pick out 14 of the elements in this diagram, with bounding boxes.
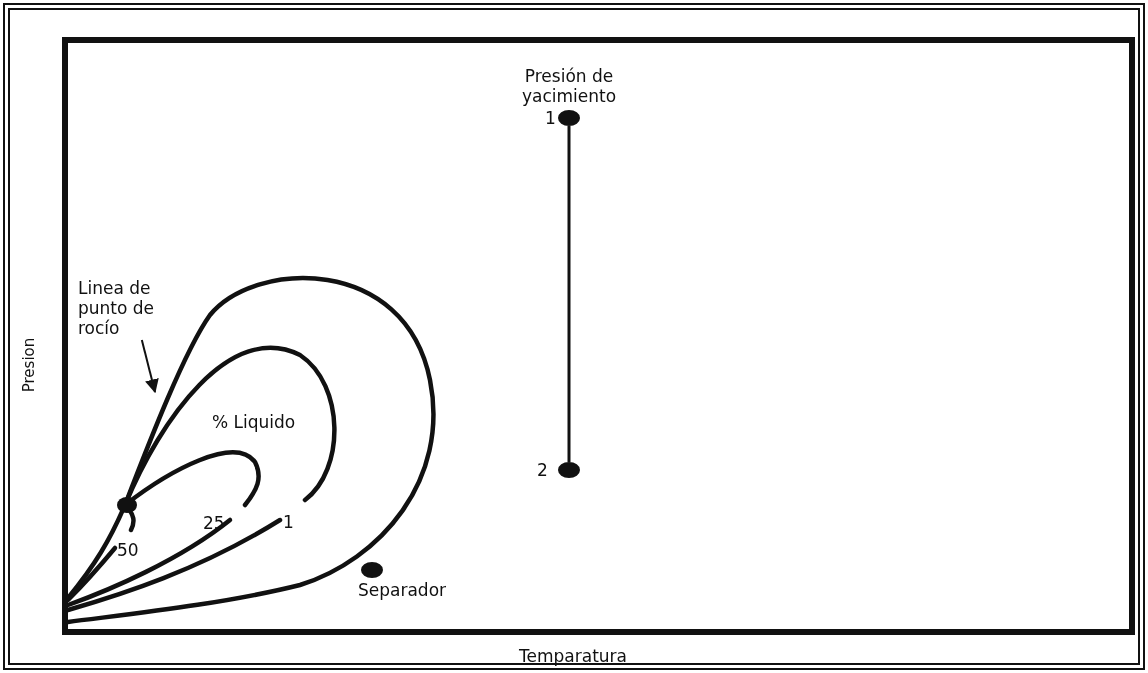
- region-label: % Liquido: [212, 412, 296, 432]
- leader-text: Linea de punto de rocío: [78, 278, 190, 340]
- tie-line: [567, 126, 571, 462]
- axis-title: Temparatura: [519, 646, 627, 666]
- curve-value: 1: [283, 512, 294, 532]
- leader-arrow: [140, 339, 159, 394]
- point-number: 2: [537, 460, 548, 480]
- point-number: 1: [545, 108, 556, 128]
- curve-value: 50: [117, 540, 139, 560]
- axis-title: Presion: [19, 337, 40, 393]
- point-label: Separador: [358, 580, 447, 600]
- pressure-point: [558, 110, 580, 126]
- point-caption: Presión de yacimiento: [520, 66, 618, 106]
- pressure-point: [558, 462, 580, 478]
